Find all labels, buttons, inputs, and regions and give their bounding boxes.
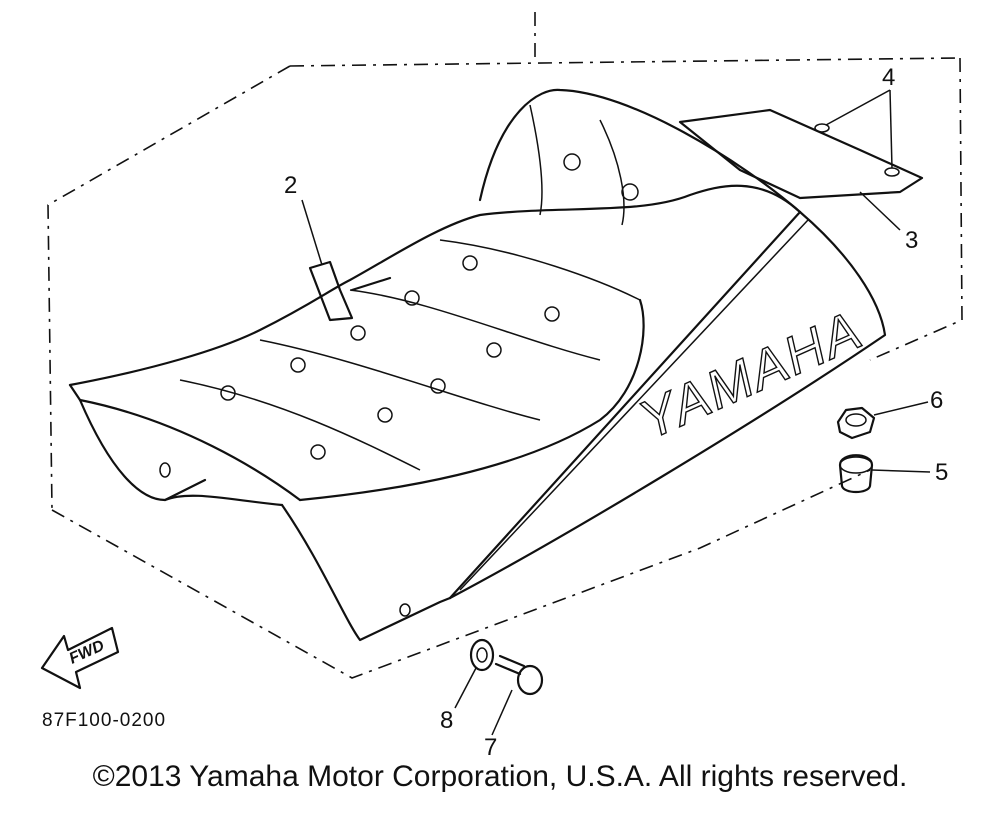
- bolt: [494, 654, 544, 696]
- rear-plate: [678, 108, 924, 200]
- callout-8: 8: [440, 707, 453, 734]
- collar: [838, 454, 874, 494]
- forward-arrow-icon: FWD: [40, 626, 120, 690]
- callout-2: 2: [284, 172, 297, 199]
- callout-5: 5: [935, 459, 948, 486]
- copyright-notice: ©2013 Yamaha Motor Corporation, U.S.A. A…: [92, 760, 908, 793]
- callout-6: 6: [930, 387, 943, 414]
- nut: [836, 406, 876, 440]
- leader-lines: [301, 89, 931, 736]
- callout-4: 4: [882, 64, 895, 91]
- seat-buttons: [220, 153, 639, 460]
- seat-strap: [308, 260, 392, 322]
- drawing-part-number: 87F100-0200: [42, 710, 166, 731]
- assembly-boundary: [47, 12, 963, 679]
- washer: [469, 638, 495, 672]
- brand-lettering: YAMAHA: [630, 300, 871, 451]
- callout-3: 3: [905, 227, 918, 254]
- callout-7: 7: [484, 734, 497, 761]
- seat-body: YAMAHA: [68, 88, 887, 642]
